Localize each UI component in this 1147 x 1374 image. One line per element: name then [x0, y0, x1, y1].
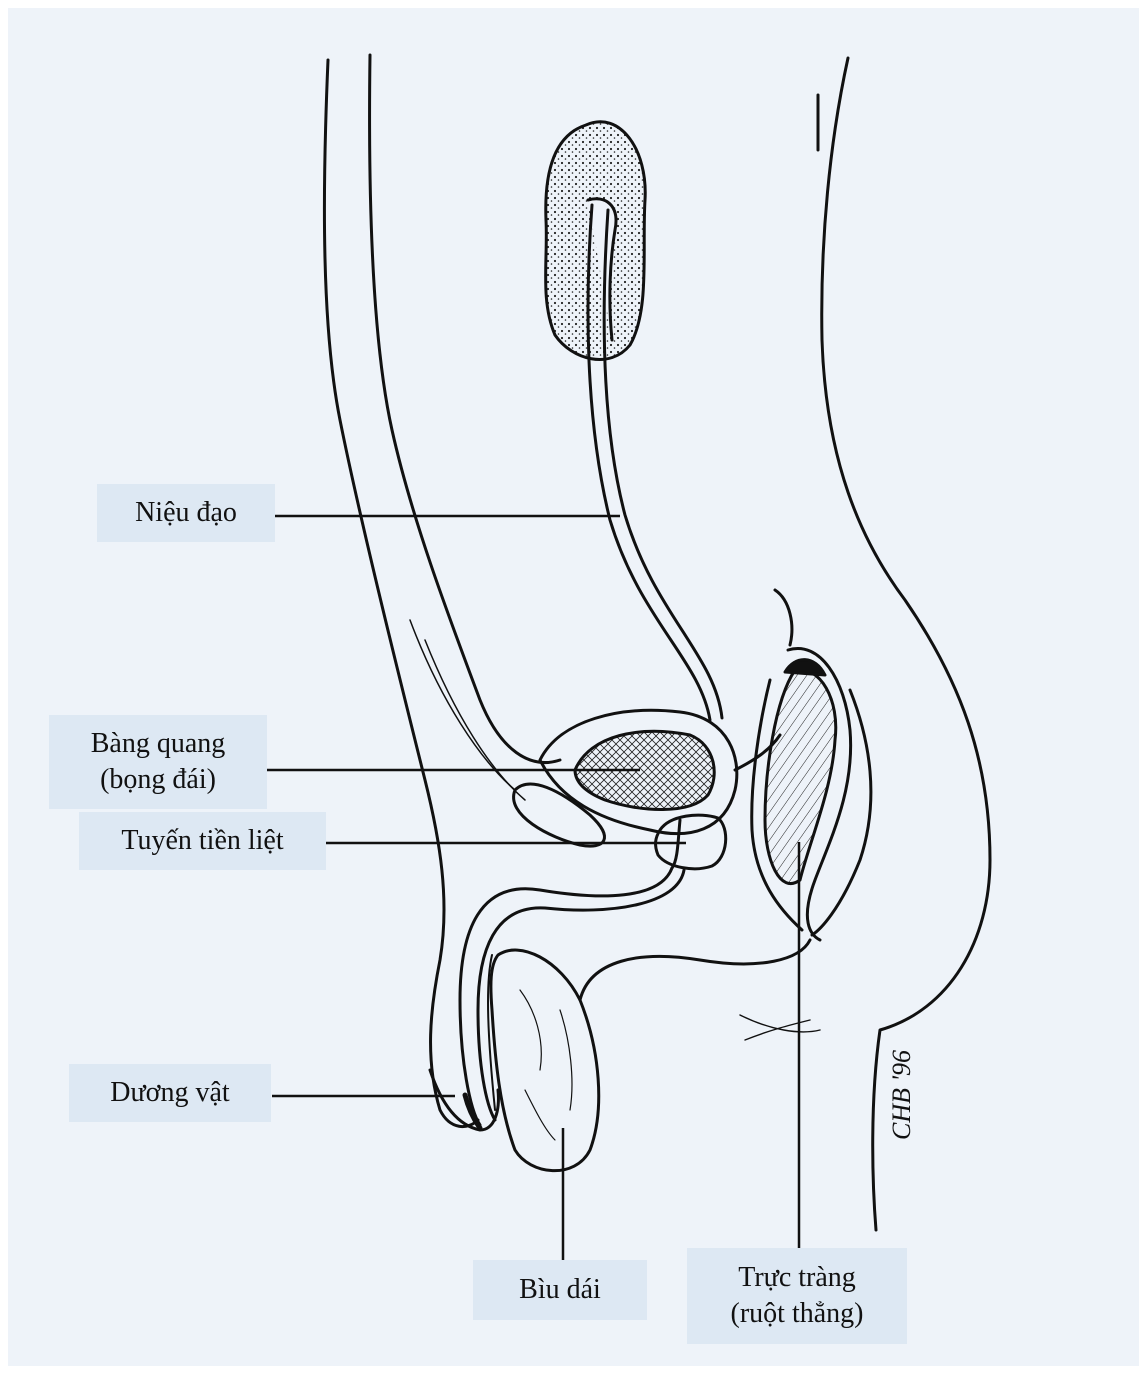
- label-bladder: Bàng quang (bọng đái): [49, 715, 267, 809]
- label-urethra: Niệu đạo: [97, 484, 275, 542]
- pubic-shadow: [410, 620, 515, 790]
- scrotum-texture-3: [525, 1090, 555, 1140]
- testis-outline: [491, 950, 599, 1171]
- abdomen-outline: [324, 60, 478, 1127]
- label-urethra-text: Niệu đạo: [135, 495, 237, 531]
- label-prostate: Tuyến tiền liệt: [79, 812, 326, 870]
- peritoneal-tag: [775, 590, 792, 645]
- rectum-top-dark: [785, 660, 825, 675]
- anal-hairs: [740, 1015, 820, 1040]
- label-penis: Dương vật: [69, 1064, 271, 1122]
- label-bladder-text-1: Bàng quang: [91, 726, 226, 762]
- label-scrotum-text: Bìu dái: [519, 1272, 601, 1308]
- signature: CHB '96: [887, 1050, 916, 1140]
- pubic-shadow-2: [425, 640, 525, 800]
- label-rectum-text-1: Trực tràng: [738, 1260, 856, 1296]
- label-bladder-text-2: (bọng đái): [100, 762, 216, 798]
- abdominal-wall-inner: [370, 55, 560, 763]
- label-prostate-text: Tuyến tiền liệt: [121, 823, 283, 859]
- label-rectum-text-2: (ruột thẳng): [731, 1296, 864, 1332]
- scrotum-texture-1: [520, 990, 541, 1070]
- label-scrotum: Bìu dái: [473, 1260, 647, 1320]
- label-penis-text: Dương vật: [110, 1075, 229, 1111]
- perineum: [580, 940, 810, 1000]
- scrotum-texture-2: [560, 1010, 572, 1110]
- label-rectum: Trực tràng (ruột thẳng): [687, 1248, 907, 1344]
